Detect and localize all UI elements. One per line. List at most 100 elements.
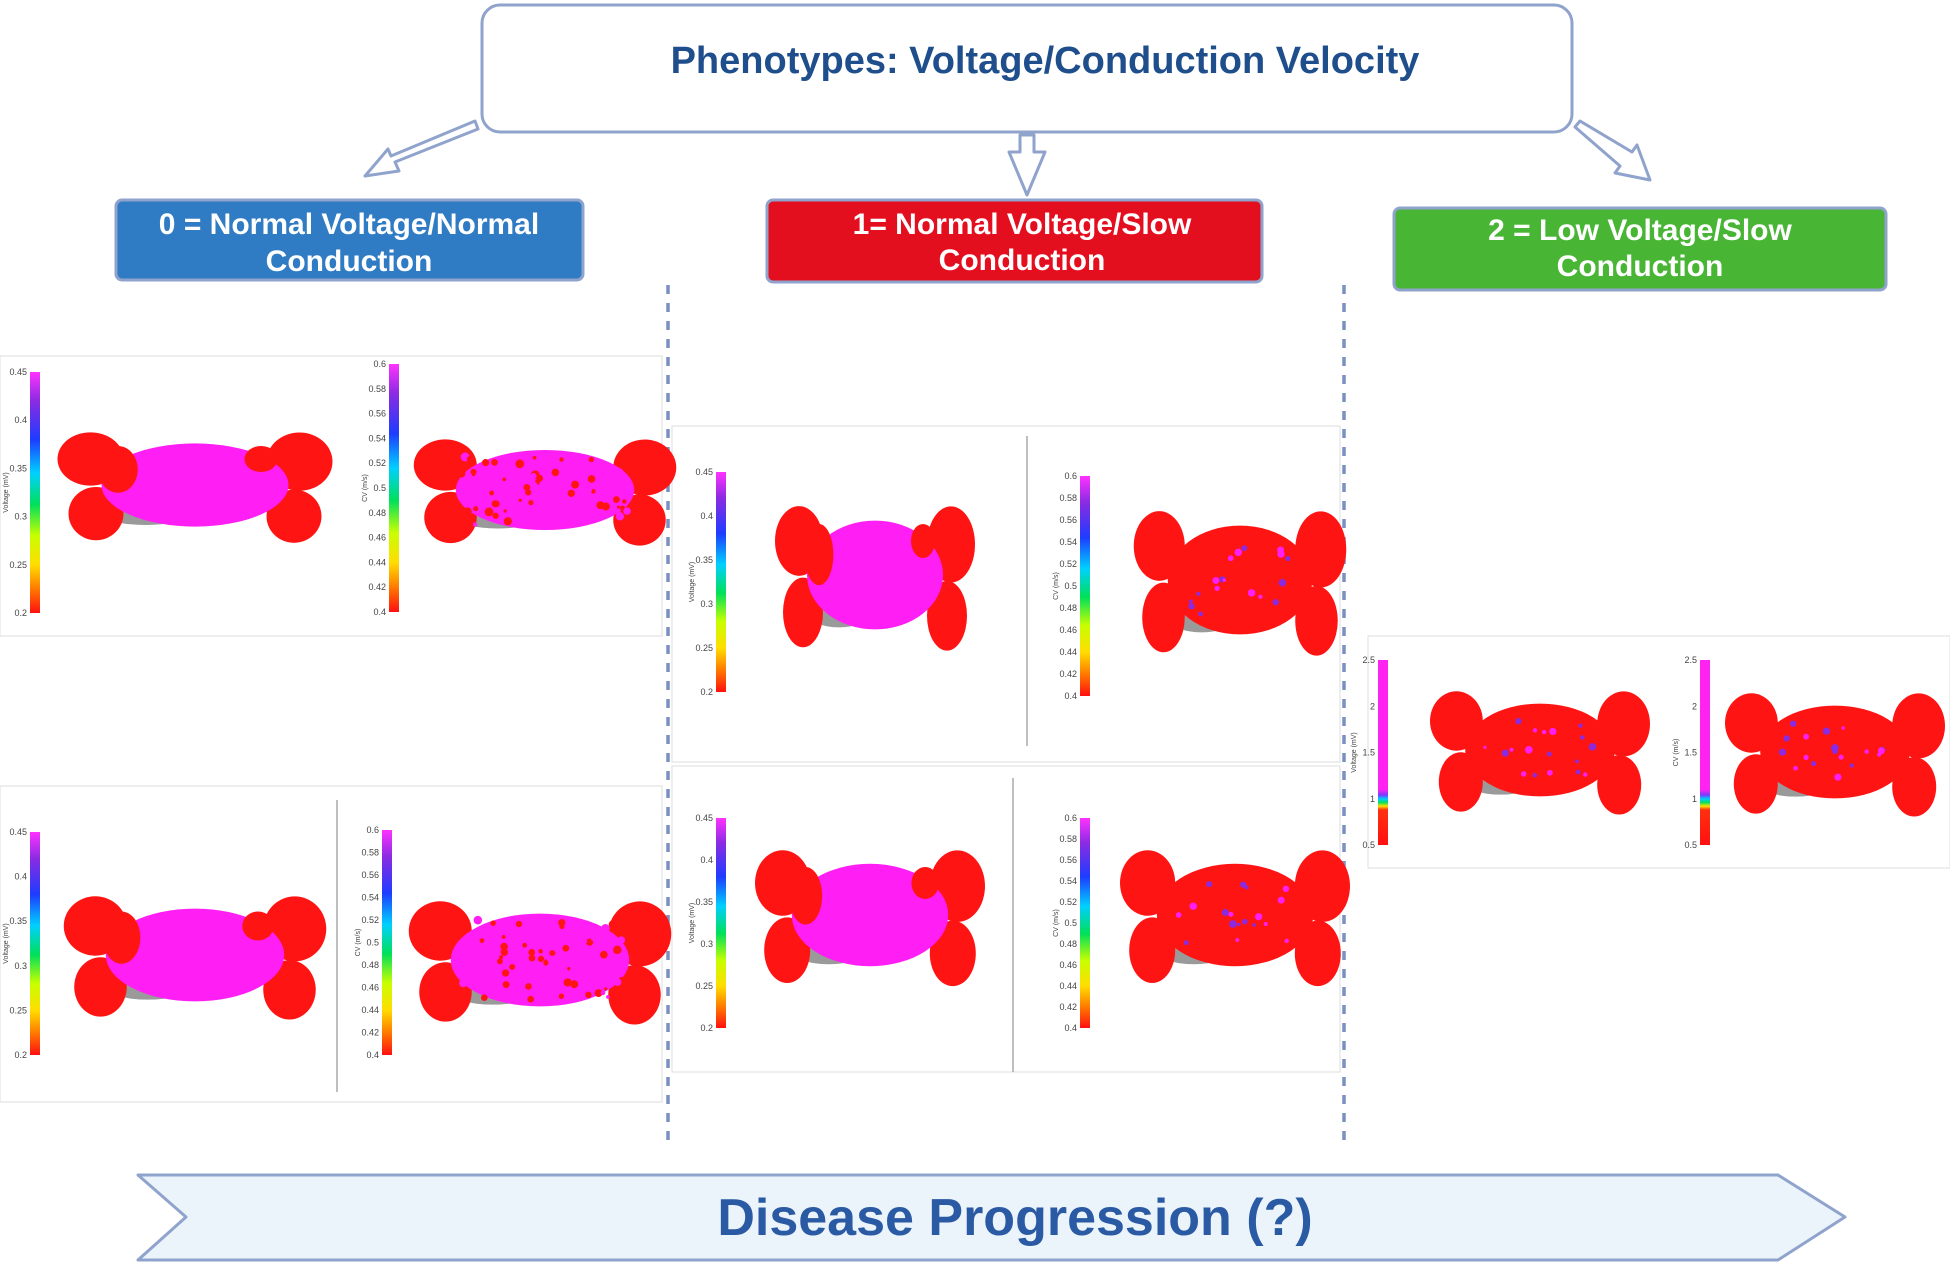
colorbar-axis-label: Voltage (mV) (1351, 732, 1358, 772)
map-speckle (469, 959, 477, 966)
map-body (455, 450, 635, 530)
map-speckle (1228, 911, 1234, 917)
map-speckle (1583, 772, 1588, 777)
colorbar-tick-label: 0.45 (9, 367, 27, 377)
map-body (791, 863, 949, 967)
map-speckle (613, 978, 622, 986)
map-speckle (566, 939, 570, 943)
phenotype-1-label-line2: Conduction (939, 244, 1106, 277)
colorbar-tick-label: 0.58 (368, 384, 386, 394)
colorbar-tick-label: 2 (1370, 701, 1375, 711)
colorbar-gradient (382, 830, 392, 1055)
map-speckle (1831, 748, 1838, 755)
title-box: Phenotypes: Voltage/Conduction Velocity (480, 3, 1574, 134)
map-speckle (528, 954, 536, 962)
map-phenotype0-case1-cv (413, 439, 677, 546)
map-appendage (1294, 920, 1341, 987)
map-body (1167, 525, 1313, 635)
arrow-to-phenotype1 (1007, 133, 1047, 197)
colorbar-tick-label: 0.2 (14, 1050, 27, 1060)
colorbar-tick-label: 0.3 (14, 512, 27, 522)
map-speckle (480, 994, 488, 1002)
map-speckle (545, 967, 553, 975)
colorbar-tick-label: 0.25 (9, 560, 27, 570)
map-speckle (528, 481, 538, 490)
map-border-patch (244, 446, 278, 472)
map-speckle (1240, 881, 1247, 888)
map-border-patch (911, 524, 935, 558)
colorbar-tick-label: 0.4 (14, 415, 27, 425)
map-speckle (1241, 545, 1248, 552)
map-speckle (1196, 591, 1201, 596)
map-speckle (454, 986, 459, 990)
colorbar-gradient (1080, 818, 1090, 1028)
map-speckle (492, 512, 499, 519)
colorbar-tick-label: 1.5 (1684, 748, 1697, 758)
map-speckle (532, 455, 537, 460)
map-speckle (502, 477, 507, 482)
map-speckle (472, 522, 478, 527)
colorbar-tick-label: 0.4 (700, 855, 713, 865)
colorbar-tick-label: 0.52 (1059, 897, 1077, 907)
map-speckle (490, 920, 496, 926)
colorbar-gradient (30, 832, 40, 1055)
colorbar-gradient (1080, 476, 1090, 696)
map-phenotype1-case1-voltage (775, 506, 975, 651)
map-phenotype1-case2-cv (1120, 850, 1350, 987)
colorbar: 2.521.510.5CV (m/s) (1673, 655, 1710, 850)
map-speckle (1532, 772, 1538, 778)
map-speckle (615, 512, 625, 521)
map-speckle (1532, 728, 1538, 733)
map-speckle (481, 500, 486, 505)
colorbar-tick-label: 0.52 (1059, 559, 1077, 569)
map-speckle (1877, 747, 1885, 755)
map-speckle (583, 484, 593, 494)
panel-separators (336, 436, 1028, 1092)
map-speckle (503, 509, 507, 513)
colorbar-tick-label: 0.52 (368, 458, 386, 468)
map-appendage (613, 494, 666, 546)
panel-phenotype2-case1 (1367, 635, 1950, 869)
map-speckle (1237, 922, 1241, 927)
map-phenotype0-case2-voltage (63, 896, 327, 1020)
map-speckle (1284, 938, 1289, 944)
map-speckle (567, 966, 571, 971)
map-border-patch (98, 446, 138, 493)
map-speckle (544, 494, 548, 498)
colorbar: 0.60.580.560.540.520.50.480.460.440.420.… (1053, 471, 1090, 701)
phenotype-2-label-line1: 2 = Low Voltage/Slow (1488, 214, 1792, 247)
map-speckle (1189, 902, 1197, 910)
colorbar-tick-label: 0.45 (695, 467, 713, 477)
map-speckle (562, 944, 570, 952)
map-border-patch (102, 911, 141, 964)
colorbar-axis-label: CV (m/s) (362, 474, 369, 502)
map-speckle (1549, 727, 1557, 736)
map-speckle (1221, 908, 1229, 916)
map-speckle (601, 923, 610, 933)
map-speckle (501, 969, 510, 977)
map-speckle (613, 945, 622, 955)
colorbar-gradient (1378, 660, 1388, 845)
column-dividers (666, 285, 1346, 1140)
map-speckle (551, 468, 560, 477)
map-speckle (618, 468, 623, 473)
map-speckle (477, 463, 486, 473)
map-speckle (466, 456, 473, 462)
map-speckle (600, 950, 608, 959)
map-speckle (476, 473, 480, 477)
map-speckle (535, 971, 542, 979)
map-speckle (543, 960, 549, 966)
map-speckle (489, 490, 495, 496)
map-speckle (1803, 733, 1810, 740)
colorbar-tick-label: 2.5 (1362, 655, 1375, 665)
colorbar-tick-label: 0.58 (361, 848, 379, 858)
map-speckle (1227, 555, 1234, 562)
map-speckle (1546, 751, 1552, 757)
map-speckle (1864, 749, 1869, 754)
colorbar-tick-label: 0.3 (14, 961, 27, 971)
map-speckle (536, 474, 544, 482)
map-speckle (622, 499, 627, 504)
colorbar-axis-label: CV (m/s) (1053, 572, 1060, 600)
